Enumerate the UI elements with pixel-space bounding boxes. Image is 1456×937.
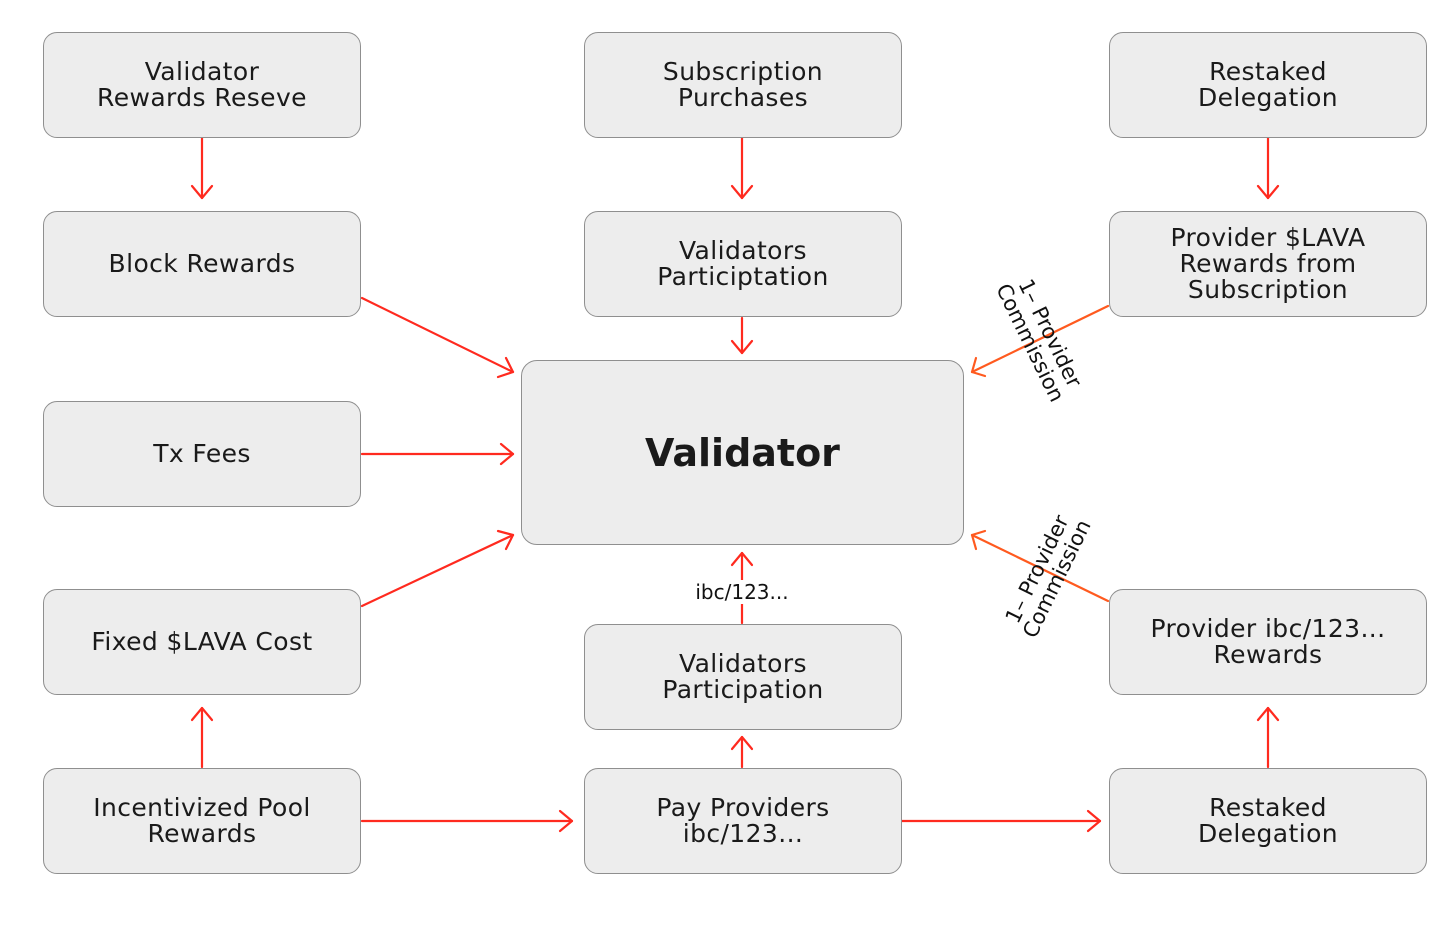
commission-label-bottom: 1– Provider Commission <box>1000 511 1096 642</box>
arrow-subscription-to-participtation <box>730 136 754 200</box>
validators-participtation-node: Validators Participtation <box>584 211 902 317</box>
restaked-delegation-top-node: Restaked Delegation <box>1109 32 1427 138</box>
arrow-reserve-to-block-rewards <box>190 136 214 200</box>
arrow-participtation-to-validator <box>730 316 754 355</box>
arrow-pay-providers-to-restaked <box>900 809 1102 833</box>
provider-ibc-rewards-node: Provider ibc/123... Rewards <box>1109 589 1427 695</box>
validator-node: Validator <box>521 360 964 545</box>
incentivized-pool-rewards-node: Incentivized Pool Rewards <box>43 768 361 874</box>
arrow-tx-fees-to-validator <box>360 442 515 466</box>
commission-label-top: 1– Provider Commission <box>991 275 1087 406</box>
validator-rewards-reserve-node: Validator Rewards Reseve <box>43 32 361 138</box>
provider-lava-rewards-node: Provider $LAVA Rewards from Subscription <box>1109 211 1427 317</box>
arrow-restaked-bottom-to-provider-ibc <box>1256 706 1280 769</box>
block-rewards-node: Block Rewards <box>43 211 361 317</box>
tx-fees-node: Tx Fees <box>43 401 361 507</box>
subscription-purchases-node: Subscription Purchases <box>584 32 902 138</box>
arrow-incentivized-to-pay-providers <box>360 809 574 833</box>
arrow-pay-providers-to-participation <box>730 735 754 769</box>
fixed-lava-cost-node: Fixed $LAVA Cost <box>43 589 361 695</box>
arrow-fixed-cost-to-validator <box>360 529 515 608</box>
restaked-delegation-bottom-node: Restaked Delegation <box>1109 768 1427 874</box>
ibc-edge-label: ibc/123... <box>672 580 812 604</box>
validators-participation-node: Validators Participation <box>584 624 902 730</box>
pay-providers-node: Pay Providers ibc/123... <box>584 768 902 874</box>
arrow-restaked-to-provider-lava <box>1256 136 1280 200</box>
arrow-incentivized-to-fixed-cost <box>190 706 214 769</box>
arrow-block-rewards-to-validator <box>360 296 515 379</box>
